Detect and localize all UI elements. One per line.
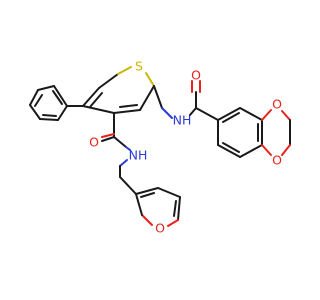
furan-ring [135,187,181,227]
amide-o-right-label: O [191,68,201,83]
left-amide-linker [101,112,137,195]
molecule-structure: S NH O O O O NH O [29,59,291,236]
amide-o-left-label: O [89,135,99,150]
benzodioxole-ring [217,107,263,158]
amide-nh-right-label: NH [173,113,192,128]
furan-o-label: O [155,221,165,236]
thiophene-ring [82,66,155,114]
benzodioxole-o-bottom-label: O [272,153,282,168]
sulfur-label: S [135,59,143,74]
phenyl-ring [29,85,68,121]
benzodioxole-o-top-label: O [272,97,282,112]
dioxole-ring [261,109,291,156]
right-amide-linker [153,80,219,121]
amide-nh-bottom-label: NH [129,148,148,163]
